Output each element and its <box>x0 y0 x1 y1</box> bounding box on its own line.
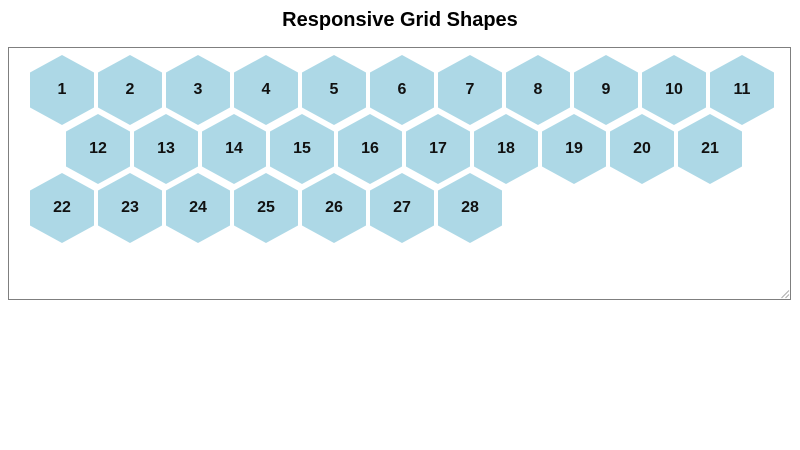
hexagon-shape: 18 <box>474 114 538 184</box>
hexagon-shape: 1 <box>30 55 94 125</box>
hexagon-label: 24 <box>189 199 207 216</box>
hexagon-shape: 26 <box>302 173 366 243</box>
hexagon-label: 6 <box>397 81 407 98</box>
hexagon-label: 16 <box>361 140 379 157</box>
hexagon-label: 14 <box>225 140 243 157</box>
hexagon-shape: 20 <box>610 114 674 184</box>
hexagon-label: 5 <box>329 81 339 98</box>
hexagon-label: 7 <box>465 81 475 98</box>
hexagon-label: 10 <box>665 81 683 98</box>
hexagon-label: 27 <box>393 199 411 216</box>
hexagon-shape: 24 <box>166 173 230 243</box>
page-title: Responsive Grid Shapes <box>282 9 518 31</box>
hexagon-shape: 4 <box>234 55 298 125</box>
hexagon-label: 23 <box>121 199 139 216</box>
hexagon-label: 13 <box>157 140 175 157</box>
hexagon-shape: 23 <box>98 173 162 243</box>
hexagon-shape: 15 <box>270 114 334 184</box>
hexagon-label: 8 <box>533 81 543 98</box>
hexagon-label: 3 <box>193 81 203 98</box>
hexagon-shape: 19 <box>542 114 606 184</box>
hexagon-label: 19 <box>565 140 583 157</box>
hexagon-shape: 27 <box>370 173 434 243</box>
hexagon-shape: 3 <box>166 55 230 125</box>
hexagon-label: 4 <box>261 81 271 98</box>
hexagon-label: 18 <box>497 140 515 157</box>
hexagon-shape: 16 <box>338 114 402 184</box>
hexagon-label: 26 <box>325 199 343 216</box>
resize-grip-line <box>785 294 790 299</box>
hexagon-shape: 13 <box>134 114 198 184</box>
hexagon-shape: 7 <box>438 55 502 125</box>
hexagon-shape: 10 <box>642 55 706 125</box>
hexagon-label: 25 <box>257 199 275 216</box>
hexagon-shape: 6 <box>370 55 434 125</box>
hexagon-label: 20 <box>633 140 651 157</box>
hexagon-shape: 25 <box>234 173 298 243</box>
hexagon-shape: 14 <box>202 114 266 184</box>
hexagon-label: 15 <box>293 140 311 157</box>
hexagon-shape: 8 <box>506 55 570 125</box>
hexagon-label: 2 <box>125 81 135 98</box>
hexagon-shape: 28 <box>438 173 502 243</box>
hexagon-label: 17 <box>429 140 447 157</box>
hexagon-shape: 21 <box>678 114 742 184</box>
hexagon-label: 21 <box>701 140 719 157</box>
hexagon-shape: 5 <box>302 55 366 125</box>
hexagon-shape: 2 <box>98 55 162 125</box>
hexagon-shape: 11 <box>710 55 774 125</box>
hexagon-shape: 9 <box>574 55 638 125</box>
resize-grip-line <box>781 290 790 299</box>
hexagon-label: 9 <box>601 81 611 98</box>
hexagon-shape: 17 <box>406 114 470 184</box>
resize-handle-icon[interactable] <box>779 288 790 299</box>
hexagon-label: 12 <box>89 140 107 157</box>
hexagon-shape: 22 <box>30 173 94 243</box>
hexagon-label: 1 <box>57 81 67 98</box>
hexagon-label: 22 <box>53 199 71 216</box>
hexagon-shape: 12 <box>66 114 130 184</box>
hexagon-label: 28 <box>461 199 479 216</box>
hexagon-label: 11 <box>733 81 751 98</box>
